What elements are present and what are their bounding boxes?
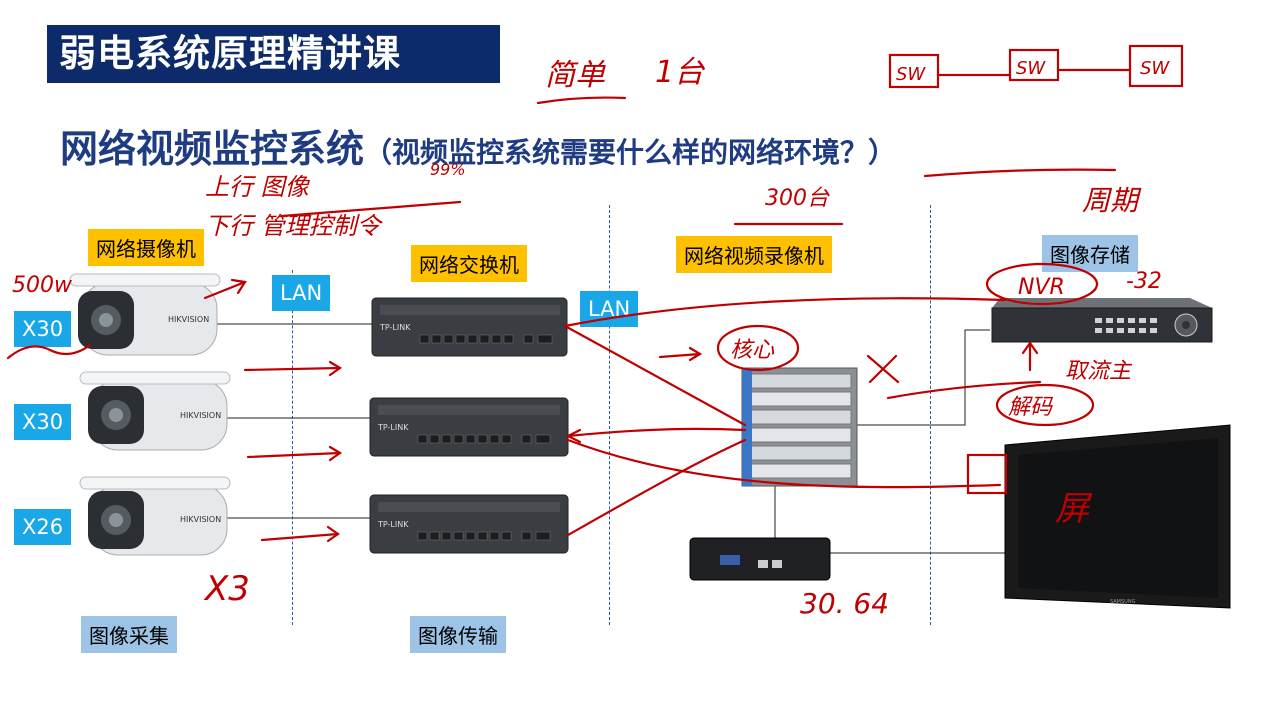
- switch-1: TP-LINK: [371, 297, 568, 357]
- ink-minus32: -32: [1126, 269, 1162, 294]
- camera-zoom-label-1: X30: [14, 311, 72, 347]
- camera-brand-2: HIKVISION: [180, 411, 221, 420]
- lan-label-left: LAN: [272, 275, 331, 311]
- heading-question: （视频监控系统需要什么样的网络环境？）: [364, 136, 897, 169]
- camera-label: 网络摄像机: [88, 229, 204, 266]
- transmission-label: 图像传输: [410, 616, 506, 653]
- camera-3: HIKVISION: [79, 476, 231, 556]
- ink-x3: X3: [203, 569, 250, 609]
- divider-2: [609, 205, 610, 625]
- storage-label: 图像存储: [1042, 235, 1138, 272]
- ink-300: 300台: [765, 186, 830, 211]
- monitor: SAMSUNG: [1004, 424, 1231, 609]
- capture-label: 图像采集: [81, 616, 177, 653]
- ink-stream: 取流主: [1065, 359, 1133, 384]
- camera-zoom-label-3: X26: [14, 509, 72, 545]
- camera-zoom-label-2: X30: [14, 404, 72, 440]
- ink-sw-1: SW: [896, 64, 926, 85]
- ink-num: 30. 64: [800, 587, 889, 620]
- switch-brand-1: TP-LINK: [379, 323, 411, 332]
- ink-nvr: NVR: [1018, 275, 1065, 300]
- ink-sw-2: SW: [1016, 58, 1046, 79]
- divider-3: [930, 205, 931, 625]
- ink-pct: 99%: [430, 160, 466, 179]
- nvr-label: 网络视频录像机: [676, 236, 832, 273]
- divider-1: [292, 270, 293, 625]
- core-switch: [741, 367, 858, 487]
- ink-text: 简单 1台 SW SW SW 上行 图像 下行 管理控制令 99% 300台 周…: [12, 55, 1170, 620]
- ink-one-unit: 1台: [655, 55, 706, 90]
- switch-3: TP-LINK: [369, 494, 569, 554]
- ink-decode: 解码: [1008, 395, 1054, 420]
- monitor-brand: SAMSUNG: [1110, 599, 1136, 605]
- ink-sw-3: SW: [1140, 58, 1170, 79]
- camera-brand-3: HIKVISION: [180, 515, 221, 524]
- ink-core: 核心: [730, 338, 775, 363]
- camera-brand-1: HIKVISION: [168, 315, 209, 324]
- switch-brand-2: TP-LINK: [377, 423, 409, 432]
- ink-upstream: 上行 图像: [205, 173, 311, 201]
- nvr-device: [991, 298, 1213, 343]
- decoder-box: [689, 537, 831, 581]
- ink-annotations: [6, 44, 1184, 543]
- switch-2: TP-LINK: [369, 397, 569, 457]
- lan-label-right: LAN: [580, 291, 639, 327]
- switch-brand-3: TP-LINK: [377, 520, 409, 529]
- ink-downstream: 下行 管理控制令: [205, 212, 384, 240]
- heading-main: 网络视频监控系统: [60, 127, 365, 171]
- ink-period: 周期: [1082, 184, 1142, 217]
- switch-label: 网络交换机: [411, 245, 527, 282]
- camera-1: HIKVISION: [69, 273, 221, 356]
- ink-screen: 屏: [1055, 489, 1093, 529]
- slide-heading: 网络视频监控系统（视频监控系统需要什么样的网络环境？）: [60, 118, 896, 173]
- ink-simple: 简单: [545, 58, 606, 93]
- connection-lines: [215, 323, 1005, 554]
- ink-500w: 500w: [12, 273, 73, 298]
- camera-2: HIKVISION: [79, 371, 231, 451]
- course-title-banner: 弱电系统原理精讲课: [47, 25, 500, 83]
